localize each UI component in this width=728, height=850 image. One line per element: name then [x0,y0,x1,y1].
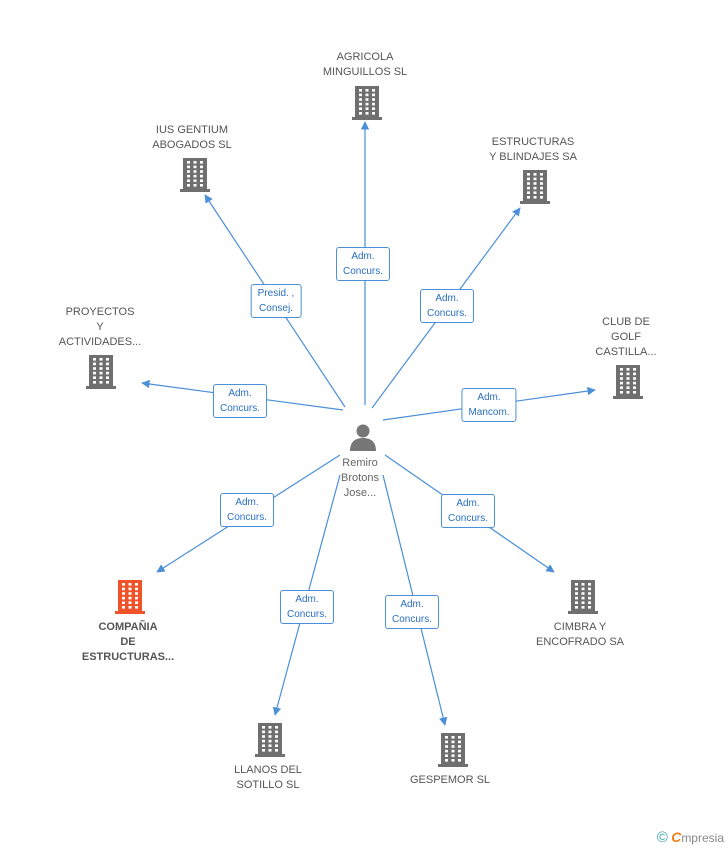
role-badge-agricola: Adm. Concurs. [335,247,391,281]
role-badge-ius: Presid. , Consej. [250,284,302,318]
person-icon[interactable] [348,422,378,452]
company-label-gespemor[interactable]: GESPEMOR SL [409,774,491,786]
building-icon-cimbra[interactable] [568,580,598,619]
role-badge-llanos: Adm. Concurs. [279,590,335,624]
company-label-ius[interactable]: IUS GENTIUM ABOGADOS SL [152,124,232,151]
building-icon-proyectos[interactable] [86,355,116,394]
brand-initial: C [671,829,682,845]
copyright-icon: © [656,829,668,846]
building-icon-llanos[interactable] [255,723,285,762]
role-badge-compania: Adm. Concurs. [219,493,275,527]
building-icon-club[interactable] [613,365,643,404]
brand-name: mpresia [681,831,724,845]
brand-logo: © Cmpresia [657,829,724,846]
building-icon-ius[interactable] [180,158,210,197]
building-icon-gespemor[interactable] [438,733,468,772]
role-badge-club: Adm. Mancom. [461,388,517,422]
building-icon-compania[interactable] [115,580,145,619]
company-label-cimbra[interactable]: CIMBRA Y ENCOFRADO SA [535,621,625,648]
building-icon-estructuras[interactable] [520,170,550,209]
company-label-proyectos[interactable]: PROYECTOS Y ACTIVIDADES... [58,306,142,348]
company-label-agricola[interactable]: AGRICOLA MINGUILLOS SL [322,51,408,78]
role-badge-cimbra: Adm. Concurs. [440,494,496,528]
role-badge-proyectos: Adm. Concurs. [212,384,268,418]
company-label-llanos[interactable]: LLANOS DEL SOTILLO SL [234,764,302,791]
company-label-compania[interactable]: COMPAÑIA DE ESTRUCTURAS... [81,621,175,663]
company-label-estructuras[interactable]: ESTRUCTURAS Y BLINDAJES SA [489,136,577,163]
role-badge-estructuras: Adm. Concurs. [419,289,475,323]
role-badge-gespemor: Adm. Concurs. [384,595,440,629]
building-icon-agricola[interactable] [352,86,382,125]
center-person-name[interactable]: Remiro Brotons Jose... [341,457,379,499]
company-label-club[interactable]: CLUB DE GOLF CASTILLA... [595,316,657,358]
